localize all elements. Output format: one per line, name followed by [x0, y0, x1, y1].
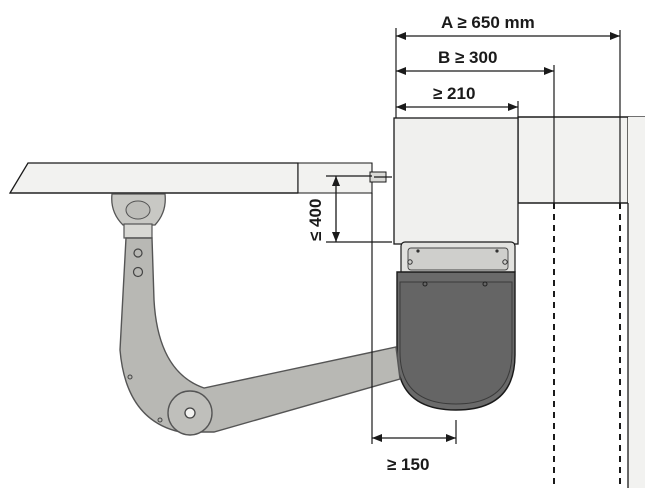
pillar-side: [628, 117, 645, 488]
dimension-offset: ≥ 150: [371, 193, 457, 474]
pillar: [517, 116, 645, 488]
gate-leaf: [8, 162, 373, 194]
dimension-a-label: A ≥ 650 mm: [441, 13, 535, 32]
dimension-b-label: B ≥ 300: [438, 48, 497, 67]
dimension-a: A ≥ 650 mm: [396, 13, 621, 488]
arm-body: [119, 237, 401, 433]
motor-housing: [393, 117, 519, 245]
pillar-front-face: [517, 116, 629, 204]
dimension-c-label: ≥ 210: [433, 84, 475, 103]
dimension-offset-label: ≥ 150: [387, 455, 429, 474]
dimension-height: ≤ 400: [306, 175, 392, 243]
motor-unit: [393, 117, 519, 411]
dimension-b: B ≥ 300: [396, 48, 555, 488]
dimension-height-label: ≤ 400: [306, 199, 325, 241]
articulated-arm: [111, 193, 401, 436]
gate-hinge-icon: [369, 171, 392, 183]
dimension-c: ≥ 210: [395, 28, 519, 118]
